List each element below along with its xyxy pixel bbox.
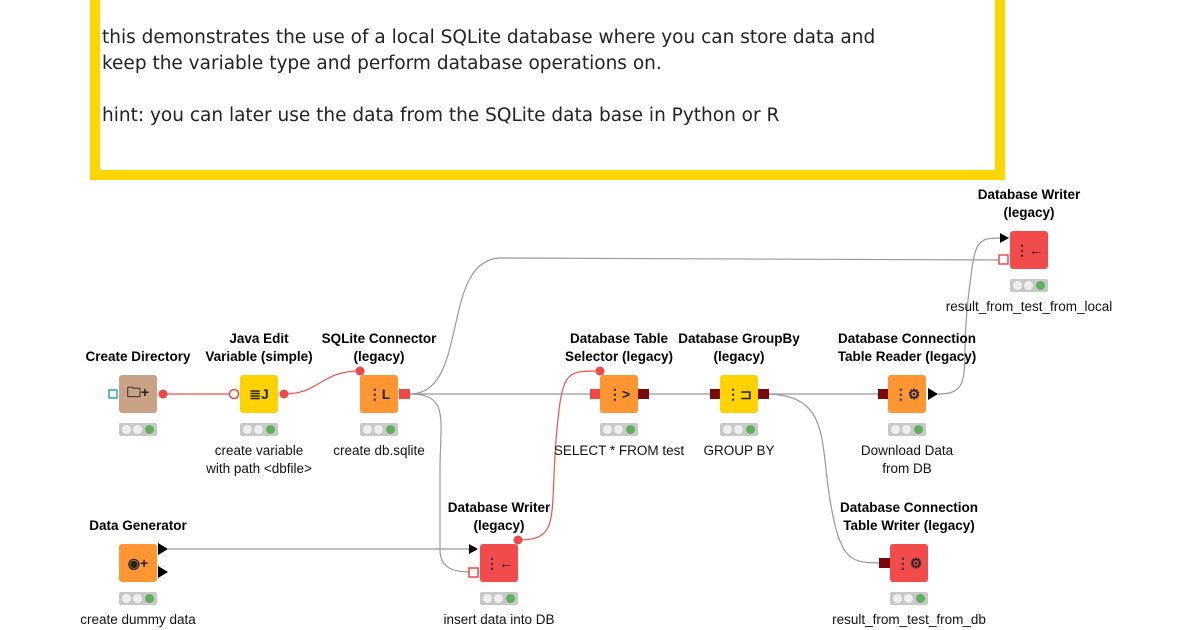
node-label[interactable]: create dummy data: [80, 612, 196, 627]
variable-port: [513, 535, 523, 545]
node-title: Database Table Selector (legacy): [564, 331, 674, 364]
db-port: [758, 389, 769, 399]
db-writer-icon[interactable]: ⋮←: [1010, 231, 1048, 269]
db-reader-icon[interactable]: ⋮⚙: [888, 375, 926, 413]
db-selector-icon[interactable]: ⋮>: [600, 375, 638, 413]
data-port: [1000, 233, 1009, 243]
status-traffic-light: [119, 592, 157, 605]
node-label[interactable]: result_from_test_from_db: [832, 612, 986, 627]
db-port: [878, 389, 889, 399]
db-groupby-icon[interactable]: ⋮⊐: [720, 375, 758, 413]
connection-data: [937, 237, 1003, 395]
node-label[interactable]: SELECT * FROM test: [553, 443, 685, 458]
node-title: Database Writer (legacy): [447, 500, 551, 533]
node-label[interactable]: GROUP BY: [703, 443, 775, 458]
node-title: Database Connection Table Reader (legacy…: [837, 331, 977, 364]
node-label[interactable]: insert data into DB: [443, 612, 555, 627]
db-port: [468, 567, 479, 578]
node-title: SQLite Connector (legacy): [321, 331, 437, 364]
data-port: [469, 544, 478, 554]
node-label[interactable]: result_from_test_from_local: [945, 299, 1113, 314]
node-title: Create Directory: [85, 349, 191, 364]
connection-variable: [283, 370, 361, 395]
data-port: [158, 543, 168, 555]
db-port: [879, 558, 890, 568]
variable-port: [595, 366, 605, 376]
data-port: [158, 566, 168, 578]
status-traffic-light: [240, 423, 278, 436]
db-writer-icon[interactable]: ⋮←: [480, 544, 518, 582]
java-doc-icon[interactable]: ≣J: [240, 375, 278, 413]
connection-variable: [517, 370, 601, 541]
node-label[interactable]: create variable with path <dbfile>: [206, 443, 312, 476]
node-title: Data Generator: [89, 518, 187, 533]
node-title: Database Writer (legacy): [977, 187, 1081, 220]
node-title: Java Edit Variable (simple): [205, 331, 313, 364]
variable-port: [158, 389, 168, 399]
status-traffic-light: [600, 423, 638, 436]
flow-port: [108, 389, 118, 399]
connection-db: [764, 393, 881, 564]
data-generator-icon[interactable]: ◉+: [119, 544, 157, 582]
variable-port: [279, 389, 289, 399]
connection-db: [409, 257, 1003, 395]
db-writer-icon[interactable]: ⋮⚙: [890, 544, 928, 582]
data-port: [928, 388, 938, 400]
status-traffic-light: [890, 592, 928, 605]
status-traffic-light: [1010, 279, 1048, 292]
status-traffic-light: [480, 592, 518, 605]
db-port: [399, 389, 410, 399]
db-port: [998, 254, 1009, 265]
folder-plus-icon[interactable]: 🗀+: [119, 375, 157, 413]
status-traffic-light: [360, 423, 398, 436]
node-title: Database Connection Table Writer (legacy…: [839, 500, 979, 533]
node-label[interactable]: Download Data from DB: [860, 443, 954, 476]
status-traffic-light: [119, 423, 157, 436]
connection-db: [409, 393, 476, 573]
node-title: Database GroupBy (legacy): [678, 331, 800, 364]
node-label[interactable]: create db.sqlite: [333, 443, 425, 458]
db-connector-icon[interactable]: ⋮L: [360, 375, 398, 413]
variable-port: [355, 366, 365, 376]
variable-port: [228, 388, 240, 400]
status-traffic-light: [888, 423, 926, 436]
workflow-annotation[interactable]: this demonstrates the use of a local SQL…: [90, 0, 1005, 180]
db-port: [710, 389, 721, 399]
status-traffic-light: [720, 423, 758, 436]
db-port: [590, 389, 601, 399]
annotation-text: this demonstrates the use of a local SQL…: [102, 27, 876, 126]
db-port: [638, 389, 649, 399]
